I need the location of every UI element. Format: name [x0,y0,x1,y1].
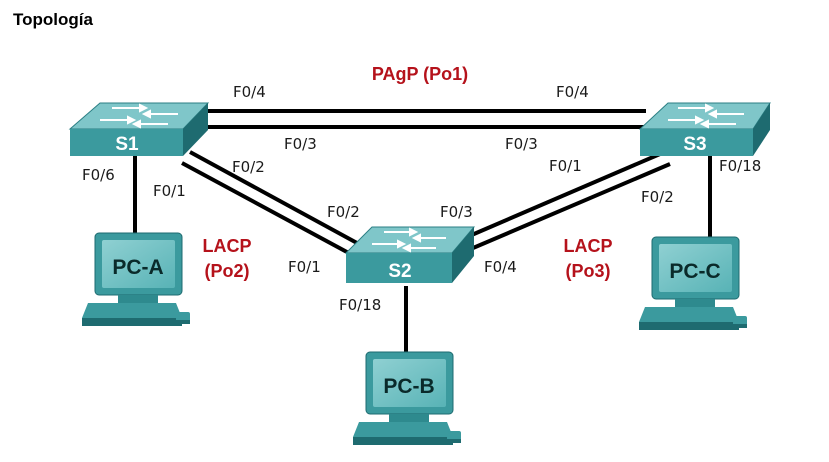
link-s2-s3-f03 [459,152,661,242]
port-label-s3-f03: F0/3 [505,135,538,153]
port-label-s2-f04: F0/4 [484,258,517,276]
channel-po2-label-line1: LACP [203,236,252,256]
pc-a-label: PC-A [112,256,163,279]
pc-b[interactable]: PC-B [353,351,461,445]
switch-s1[interactable]: S1 [68,102,210,156]
port-label-s1-f06: F0/6 [82,166,115,184]
switch-s2-label: S2 [388,261,411,282]
pc-c-label: PC-C [669,260,720,283]
link-s2-s3-f04 [465,162,671,253]
pc-c[interactable]: PC-C [639,236,747,330]
channel-po2-label-line2: (Po2) [205,261,250,281]
port-label-s1-f02: F0/2 [232,158,265,176]
port-label-s2-f018: F0/18 [339,296,381,314]
channel-po3-label-line2: (Po3) [566,261,611,281]
pc-a[interactable]: PC-A [82,232,190,326]
port-label-s2-f01: F0/1 [288,258,321,276]
switch-s1-label: S1 [115,134,139,155]
links [133,109,712,358]
port-label-s3-f01: F0/1 [549,157,582,175]
switch-s2[interactable]: S2 [344,226,476,283]
port-label-s1-f03: F0/3 [284,135,317,153]
port-label-s3-f02: F0/2 [641,188,674,206]
port-label-s2-f03: F0/3 [440,203,473,221]
switch-s3-label: S3 [683,134,706,155]
pc-b-label: PC-B [383,375,434,398]
diagram-title: Topología [13,10,93,29]
port-label-s3-f04: F0/4 [556,83,589,101]
channel-po1-label: PAgP (Po1) [372,64,468,84]
link-s1-s2-f01 [181,161,359,260]
link-s1-s2-f02 [189,150,369,251]
port-label-s2-f02: F0/2 [327,203,360,221]
port-label-s1-f04: F0/4 [233,83,266,101]
switch-s3[interactable]: S3 [638,102,771,156]
port-label-s1-f01: F0/1 [153,182,186,200]
channel-po3-label-line1: LACP [564,236,613,256]
port-label-s3-f018: F0/18 [719,157,761,175]
